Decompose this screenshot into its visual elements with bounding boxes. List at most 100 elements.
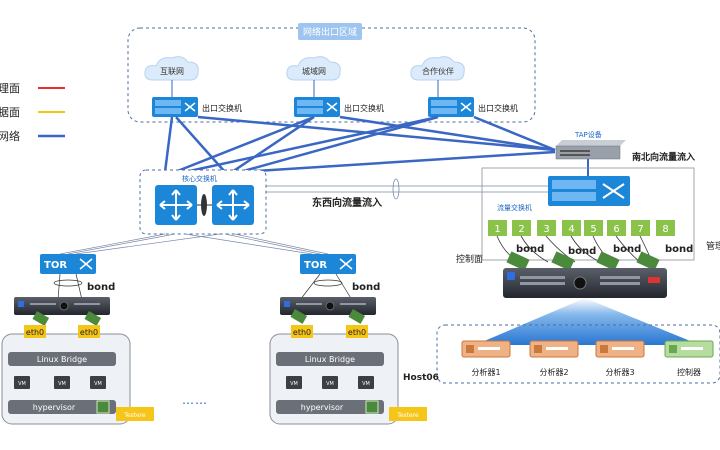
bond-label: bond	[568, 246, 596, 257]
nic-icon	[506, 251, 530, 271]
port-3: 3	[537, 220, 556, 236]
analyzer-label: 分析器1	[471, 367, 500, 377]
port-label: 3	[543, 224, 549, 235]
host-tag	[389, 407, 427, 421]
analyzer-3: 分析器3	[595, 340, 645, 377]
hypervisor-bar	[8, 400, 116, 414]
host-tag-label: Testere	[396, 412, 419, 419]
kvm-icon	[365, 400, 379, 414]
tor-switch-icon	[40, 254, 96, 274]
core-switch-group: 核心交换机	[139, 169, 267, 235]
svg-text:VM: VM	[58, 381, 66, 387]
nic-icon	[348, 309, 366, 324]
port-4: 4	[562, 220, 581, 236]
cloud-label: 合作伙伴	[422, 66, 454, 76]
analyzer-2: 分析器2	[529, 340, 579, 377]
analyzer-region-box	[436, 324, 720, 384]
legend: 理面 据面 网络	[0, 82, 65, 143]
flow-switch-label: 流量交换机	[497, 203, 532, 212]
east-west-label: 东西向流量流入	[312, 196, 382, 209]
north-south-label: 南北向流量流入	[632, 151, 695, 163]
port-2: 2	[512, 220, 531, 236]
port-label: 5	[590, 224, 596, 235]
cloud-icon	[144, 56, 199, 81]
tap-icon	[555, 145, 621, 160]
flow-switch-frame	[481, 167, 695, 261]
tor-switch-icon	[300, 254, 356, 274]
linux-bridge-bar	[276, 352, 384, 366]
host-tag	[116, 407, 154, 421]
egress-switch-1: 出口交换机	[152, 97, 242, 117]
core-switch-label: 核心交换机	[182, 174, 217, 183]
legend-label-mgmt: 理面	[0, 82, 20, 95]
cloud-label: 城域网	[302, 66, 326, 76]
nic-icon	[32, 311, 50, 326]
port-8: 8	[656, 220, 675, 236]
egress-switch-label: 出口交换机	[478, 103, 518, 113]
egress-region-title-bg	[298, 23, 362, 40]
port-label: 6	[613, 224, 619, 235]
bond-label: bond	[87, 282, 115, 293]
cloud-partner: 合作伙伴	[410, 56, 465, 81]
linux-bridge-bar	[8, 352, 116, 366]
host06-server	[503, 268, 667, 298]
mgmt-label: 管理	[706, 240, 720, 252]
tor-label: TOR	[304, 260, 327, 271]
linux-bridge-label: Linux Bridge	[305, 355, 355, 364]
port-label: 4	[568, 224, 574, 235]
egress-region-title: 网络出口区域	[303, 26, 357, 38]
port-label: 7	[637, 224, 643, 235]
egress-region: 网络出口区域 互联网 城域网 合作伙伴 出口交换机	[127, 23, 536, 123]
svg-text:VM: VM	[290, 381, 298, 387]
cloud-label: 互联网	[160, 67, 184, 76]
nic-tag	[78, 325, 100, 338]
egress-switch-label: 出口交换机	[344, 103, 384, 113]
host06-nics	[506, 251, 660, 271]
nic-label: eth0	[348, 328, 366, 337]
hypervisor-label: hypervisor	[33, 403, 76, 412]
egress-switch-label: 出口交换机	[202, 103, 242, 113]
linux-bridge-label: Linux Bridge	[37, 355, 87, 364]
tor-label: TOR	[44, 260, 67, 271]
analyzer-label: 分析器3	[605, 367, 634, 377]
vm-icon	[54, 376, 70, 389]
vm-row: VM VM VM	[286, 376, 374, 389]
cloud-internet: 互联网	[144, 56, 199, 81]
vm-icon	[90, 376, 106, 389]
nic-tag	[346, 325, 368, 338]
nic-icon	[290, 309, 308, 324]
controller: 控制器	[664, 340, 714, 377]
nic-tag	[24, 325, 46, 338]
nic-icon	[84, 311, 102, 326]
kvm-icon	[96, 400, 110, 414]
vm-icon	[286, 376, 302, 389]
bond-label: bond	[352, 282, 380, 293]
control-plane-label: 控制面	[456, 253, 483, 265]
nic-label: eth0	[26, 328, 44, 337]
nic-icon	[596, 251, 620, 271]
port-label: 1	[494, 224, 500, 235]
hypervisor-label: hypervisor	[301, 403, 344, 412]
hypervisor-bar	[276, 400, 384, 414]
svg-text:VM: VM	[362, 381, 370, 387]
analyzer-label: 分析器2	[539, 367, 568, 377]
legend-label-net: 网络	[0, 129, 20, 143]
svg-text:VM: VM	[18, 381, 26, 387]
flow-switch-area: 流量交换机 1 2 3 4 5 6 7 8 bond bond bond bon…	[481, 167, 695, 261]
tap-label: TAP设备	[574, 130, 602, 139]
analyzer-1: 分析器1	[461, 340, 511, 377]
cloud-icon	[286, 56, 341, 81]
tap-device: TAP设备	[555, 130, 626, 160]
host-left: TOR bond eth0 eth0 Linux Bridge VM VM VM	[1, 254, 154, 425]
nic-tag	[291, 325, 313, 338]
vm-icon	[358, 376, 374, 389]
analyzer-region: Host06 分析器1 分析器2 分析器3 控制器	[403, 324, 720, 384]
nic-label: eth0	[293, 328, 311, 337]
egress-switch-2: 出口交换机	[294, 97, 384, 117]
vm-icon	[322, 376, 338, 389]
port-6: 6	[607, 220, 626, 236]
more-hosts-dots: ……	[182, 393, 208, 407]
port-5: 5	[584, 220, 603, 236]
port-label: 8	[662, 224, 668, 235]
